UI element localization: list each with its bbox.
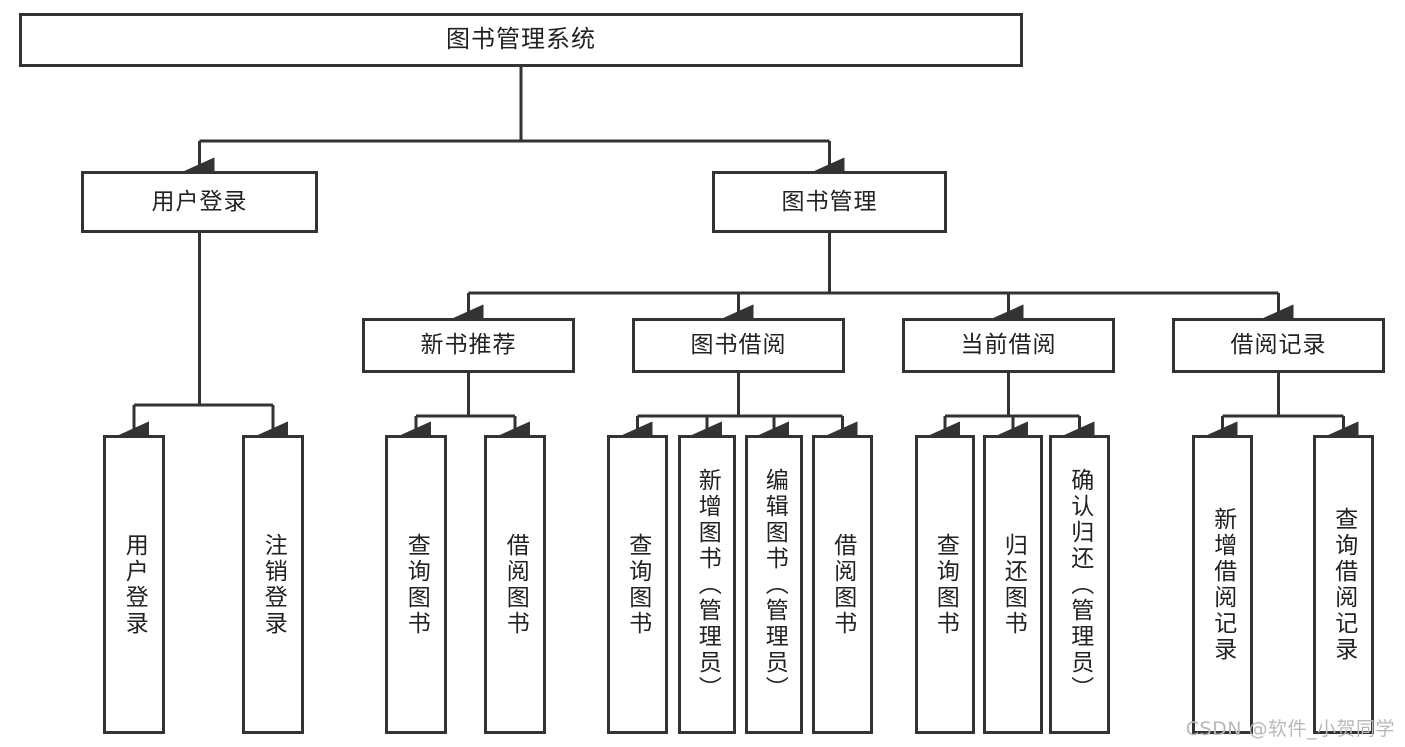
node-label: 借阅图书 — [502, 532, 529, 637]
node-user-login[interactable]: 用户登录 — [81, 171, 318, 233]
node-leaf-user-login[interactable]: 用户登录 — [103, 435, 165, 734]
node-root[interactable]: 图书管理系统 — [19, 13, 1023, 67]
node-leaf-add-borrow-record[interactable]: 新增借阅记录 — [1192, 435, 1253, 734]
node-label: 用户登录 — [151, 188, 248, 215]
node-label: 查询图书 — [932, 532, 959, 637]
node-label: 编辑图书（管理员） — [761, 467, 788, 702]
node-label: 新增图书（管理员） — [694, 467, 721, 702]
node-leaf-edit-book-admin[interactable]: 编辑图书（管理员） — [745, 435, 803, 734]
node-current-borrow[interactable]: 当前借阅 — [902, 318, 1115, 373]
node-label: 归还图书 — [1000, 532, 1027, 637]
node-new-book-recommend[interactable]: 新书推荐 — [362, 318, 575, 373]
node-leaf-query-book-3[interactable]: 查询图书 — [915, 435, 975, 734]
node-leaf-borrow-book-1[interactable]: 借阅图书 — [484, 435, 546, 734]
node-borrow-record[interactable]: 借阅记录 — [1172, 318, 1385, 373]
node-leaf-query-book-1[interactable]: 查询图书 — [385, 435, 447, 734]
node-book-manage[interactable]: 图书管理 — [712, 171, 947, 233]
node-leaf-logout[interactable]: 注销登录 — [242, 435, 304, 734]
watermark-label: CSDN @软件_小贺同学 — [1185, 718, 1395, 740]
node-label: 借阅记录 — [1230, 332, 1327, 359]
node-label: 图书借阅 — [690, 332, 787, 359]
node-label: 当前借阅 — [960, 332, 1057, 359]
node-label: 图书管理 — [781, 188, 878, 215]
node-leaf-borrow-book-2[interactable]: 借阅图书 — [812, 435, 873, 734]
node-label: 查询借阅记录 — [1330, 506, 1357, 663]
node-label: 注销登录 — [260, 532, 287, 637]
node-label: 新增借阅记录 — [1209, 506, 1236, 663]
node-book-borrow[interactable]: 图书借阅 — [632, 318, 845, 373]
node-label: 查询图书 — [624, 532, 651, 637]
node-leaf-query-borrow-record[interactable]: 查询借阅记录 — [1313, 435, 1374, 734]
node-label: 确认归还（管理员） — [1066, 467, 1093, 702]
node-label: 查询图书 — [403, 532, 430, 637]
node-leaf-query-book-2[interactable]: 查询图书 — [607, 435, 668, 734]
node-label: 用户登录 — [121, 532, 148, 637]
node-label: 图书管理系统 — [446, 25, 596, 54]
node-label: 借阅图书 — [829, 532, 856, 637]
node-label: 新书推荐 — [420, 332, 517, 359]
node-leaf-confirm-return-admin[interactable]: 确认归还（管理员） — [1049, 435, 1110, 734]
node-leaf-return-book[interactable]: 归还图书 — [983, 435, 1043, 734]
node-leaf-add-book-admin[interactable]: 新增图书（管理员） — [678, 435, 736, 734]
